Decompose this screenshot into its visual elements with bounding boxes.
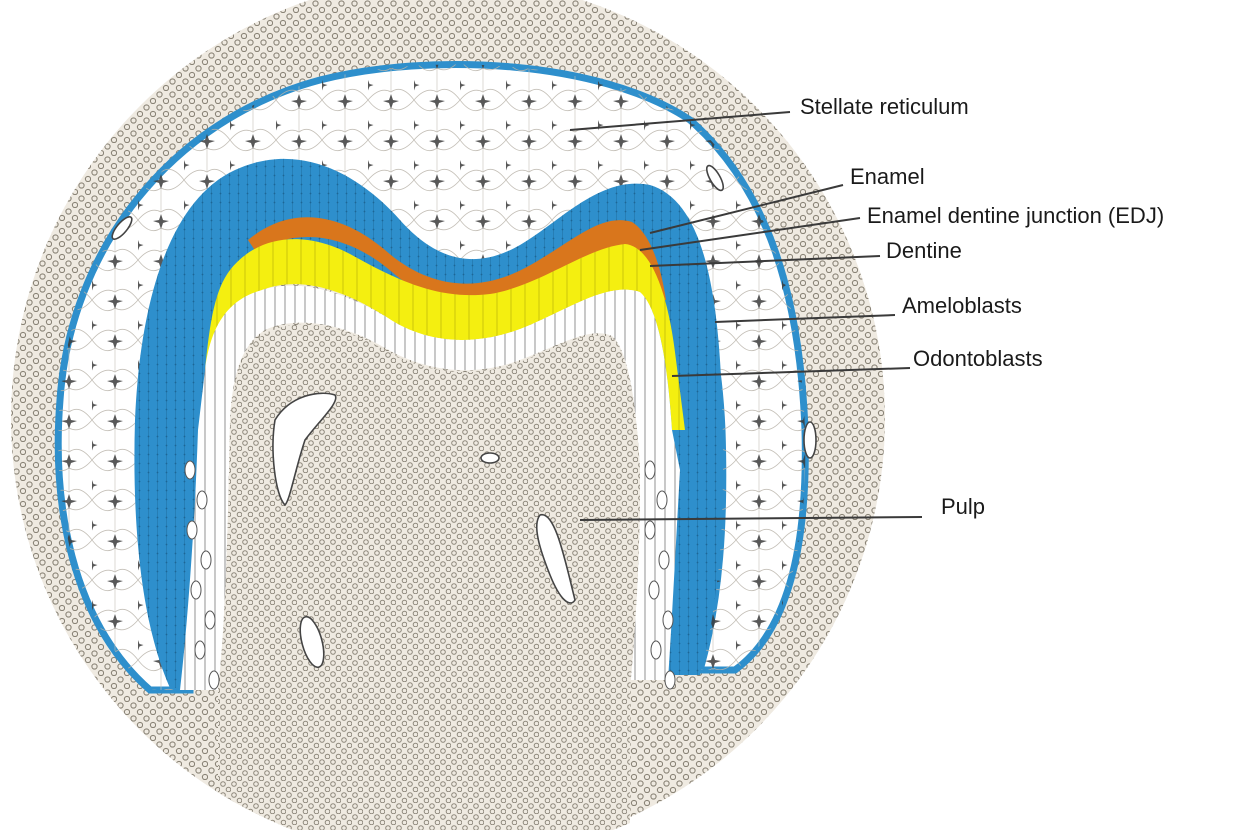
label-dentine: Dentine bbox=[886, 238, 962, 263]
label-stellate-reticulum: Stellate reticulum bbox=[800, 94, 969, 119]
label-ameloblasts: Ameloblasts bbox=[902, 293, 1022, 318]
pulp-dots bbox=[218, 325, 640, 830]
label-odontoblasts: Odontoblasts bbox=[913, 346, 1043, 371]
label-enamel: Enamel bbox=[850, 164, 925, 189]
label-pulp: Pulp bbox=[941, 494, 985, 519]
label-edj: Enamel dentine junction (EDJ) bbox=[867, 203, 1164, 228]
